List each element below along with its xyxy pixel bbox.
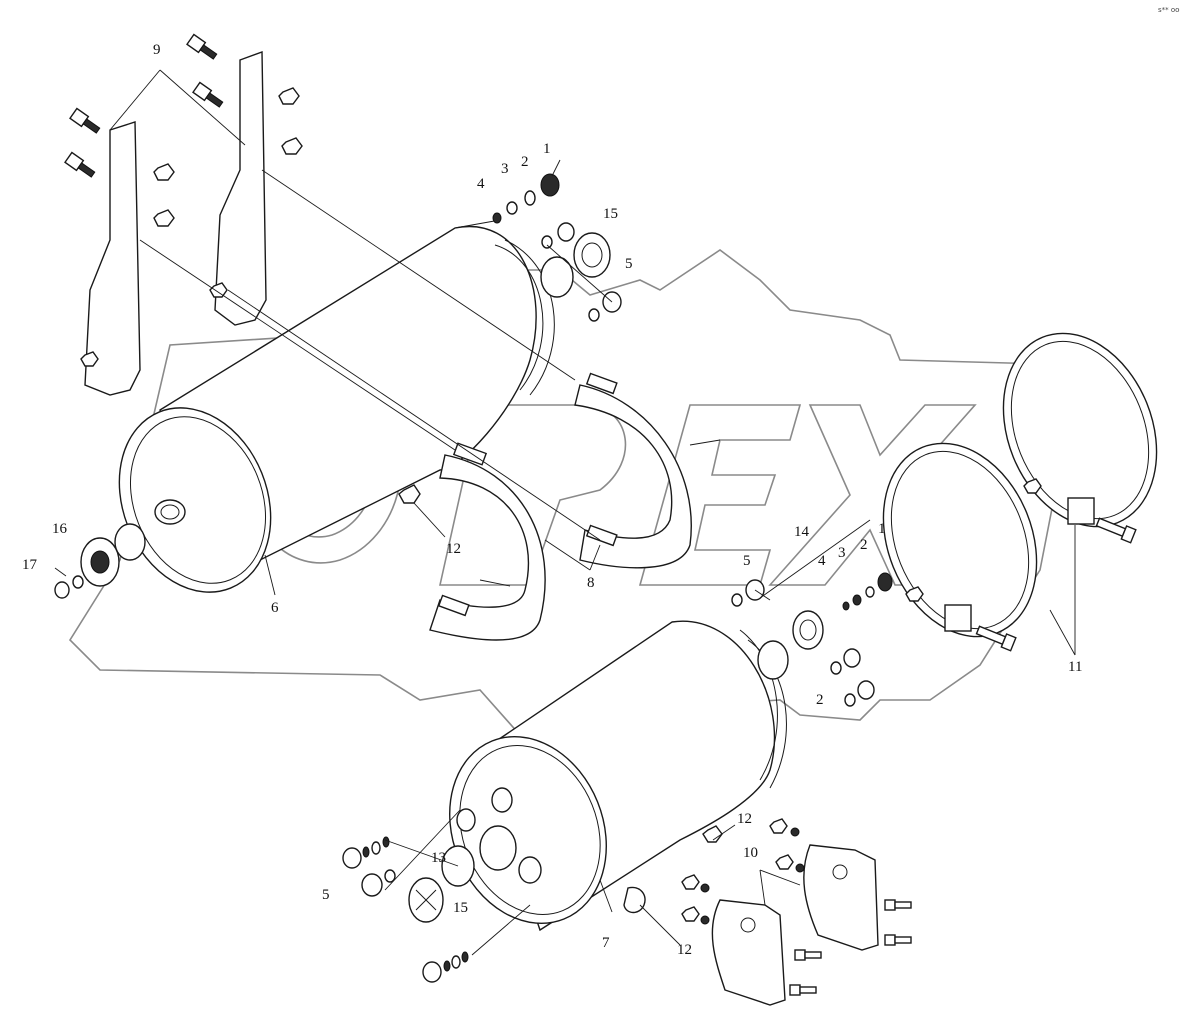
callout-12-bottom: 12 (677, 942, 692, 958)
callout-7: 7 (602, 935, 610, 951)
callout-9: 9 (153, 42, 161, 58)
callout-2-side: 2 (816, 692, 824, 708)
callout-1-upper: 1 (543, 141, 551, 157)
callout-12-upper: 12 (446, 541, 461, 557)
tank-straps-8 (429, 372, 692, 641)
callout-5-upper: 5 (625, 256, 633, 272)
callout-15-lower: 15 (453, 900, 468, 916)
callout-6: 6 (271, 600, 279, 616)
callout-10: 10 (743, 845, 758, 861)
lower-brackets-10 (681, 818, 912, 1006)
corner-mark: s** ooo (1158, 6, 1180, 14)
callout-13: 13 (431, 850, 446, 866)
callout-4-lower: 4 (818, 553, 826, 569)
callout-12-lower: 12 (737, 811, 752, 827)
lower-right-fittings (731, 572, 893, 707)
bracket-bolts (64, 33, 303, 367)
callout-5-mid: 5 (743, 553, 751, 569)
callout-14: 14 (794, 524, 810, 540)
leader-lines (54, 69, 1076, 956)
callout-labels: 1 2 3 4 15 5 9 16 17 6 12 8 5 14 4 3 2 1… (22, 42, 1082, 958)
lower-air-tank (449, 620, 787, 932)
upper-air-tank (118, 219, 555, 593)
callout-2-upper: 2 (521, 154, 529, 170)
callout-3-lower: 3 (838, 545, 846, 561)
callout-15-upper: 15 (603, 206, 618, 222)
callout-2-lower: 2 (860, 537, 868, 553)
callout-3-upper: 3 (501, 161, 509, 177)
callout-11: 11 (1068, 659, 1082, 675)
callout-8: 8 (587, 575, 595, 591)
callout-16: 16 (52, 521, 68, 537)
callout-17: 17 (22, 557, 38, 573)
callout-1-lower: 1 (878, 521, 886, 537)
callout-5-lower: 5 (322, 887, 330, 903)
lower-left-fittings (342, 825, 723, 983)
clamp-bands-11 (882, 332, 1158, 652)
upper-left-fittings (54, 484, 421, 599)
callout-4-upper: 4 (477, 176, 485, 192)
upper-mounting-brackets (64, 33, 303, 396)
upper-right-fittings (492, 173, 622, 322)
